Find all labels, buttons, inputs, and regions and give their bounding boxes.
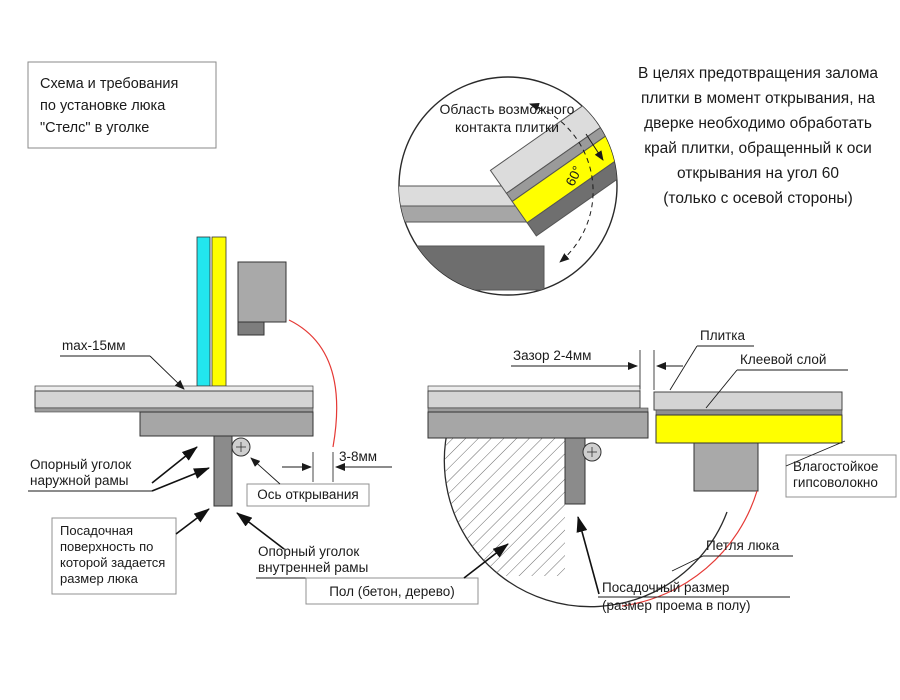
left-seat-line-1: Посадочная (60, 523, 133, 538)
title-box-frame (27, 61, 217, 149)
right-gap-dim-label: Зазор 2-4мм (513, 348, 591, 363)
left-gap-dim-label: 3-8мм (339, 449, 377, 464)
right-gvl-line-2: гипсоволокно (793, 475, 878, 490)
left-door-tile-cyan (196, 236, 211, 387)
note-line-6: (только с осевой стороны) (663, 190, 852, 207)
right-tile-leader (669, 345, 698, 391)
left-section: max-15мм 3-8мм Ось открывания Опорный уг… (28, 236, 392, 595)
left-door-frame-block-small (237, 321, 265, 336)
right-gvl-box (785, 454, 897, 498)
right-glue-leader (705, 369, 738, 409)
left-axis-box (246, 483, 370, 507)
right-floor-arrow (463, 543, 509, 579)
left-slab-glue (34, 407, 314, 413)
detail-circle: 60° Область возможного контакта плитки (398, 76, 618, 296)
right-floor-hatch (445, 438, 565, 576)
right-floor-box (305, 577, 479, 605)
note-line-3: дверке необходимо обработать (644, 115, 872, 132)
right-gvl-line-1: Влагостойкое (793, 459, 878, 474)
left-seat-box (51, 517, 177, 595)
left-seat-arrow (175, 508, 210, 535)
right-slab-tile (427, 390, 641, 409)
left-outer-angle-flange (139, 411, 314, 437)
right-swing-arc (621, 490, 758, 607)
right-glue-label: Клеевой слой (740, 352, 826, 367)
left-inner-label-2: внутренней рамы (258, 560, 368, 575)
left-max-dim-leader (149, 355, 185, 390)
left-inner-arrow (236, 512, 285, 550)
note-line-1: В целях предотвращения залома (638, 65, 878, 82)
detail-label-leader (585, 133, 604, 161)
detail-swing-dashed-arc (529, 103, 594, 263)
left-max-dim-label: max-15мм (62, 338, 126, 353)
right-section-circle (443, 423, 728, 608)
left-outer-label-1: Опорный уголок (30, 457, 131, 472)
note-line-2: плитки в момент открывания, на (641, 90, 875, 107)
left-slab-tile (34, 390, 314, 409)
right-tile-label: Плитка (700, 328, 746, 343)
detail-label-line-1: Область возможного (440, 101, 575, 117)
right-angle-leg (564, 437, 586, 505)
note-line-4: край плитки, обращенный к оси (644, 140, 872, 157)
title-line-3: "Стелс" в уголке (40, 120, 149, 136)
left-seat-line-3: которой задается (60, 555, 165, 570)
right-door-gvl (655, 414, 843, 444)
left-swing-arc (288, 319, 338, 448)
right-seat-line-1: Посадочный размер (602, 580, 729, 595)
left-axis-label: Ось открывания (257, 487, 358, 502)
left-angle-leg (213, 435, 233, 507)
right-floor-label: Пол (бетон, дерево) (329, 584, 455, 599)
detail-label-line-2: контакта плитки (455, 119, 559, 135)
left-outer-arrow-1 (151, 446, 198, 484)
right-door-glue (655, 409, 843, 416)
left-outer-arrow-2 (151, 467, 210, 492)
right-hinge-leader (671, 555, 704, 572)
right-seat-line-2: (размер проема в полу) (602, 598, 751, 613)
right-slab-surface (427, 385, 641, 392)
left-axis-leader (250, 457, 281, 485)
title-line-2: по установке люка (40, 98, 166, 114)
title-line-1: Схема и требования (40, 76, 178, 92)
detail-floor-block (399, 245, 545, 291)
left-seat-line-2: поверхность по (60, 539, 153, 554)
right-gvl-leader (785, 440, 846, 467)
right-outer-angle-flange (427, 411, 649, 439)
left-outer-label-2: наружной рамы (30, 473, 129, 488)
right-seat-arrow (576, 516, 600, 595)
left-door-gvl-yellow (211, 236, 227, 387)
right-door-tile (653, 391, 843, 411)
left-slab-surface (34, 385, 314, 392)
left-door-frame-block (237, 261, 287, 323)
note-line-5: открывания на угол 60 (677, 165, 839, 182)
right-section: Зазор 2-4мм Плитка Клеевой слой Влагосто… (305, 328, 897, 613)
right-slab-glue (427, 407, 649, 413)
note-text: В целях предотвращения залома плитки в м… (638, 65, 878, 207)
left-inner-label-1: Опорный уголок (258, 544, 359, 559)
right-door-frame-block (693, 442, 759, 492)
right-hinge-label: Петля люка (706, 538, 780, 553)
left-seat-line-4: размер люка (60, 571, 139, 586)
title-box: Схема и требования по установке люка "Ст… (27, 61, 217, 149)
